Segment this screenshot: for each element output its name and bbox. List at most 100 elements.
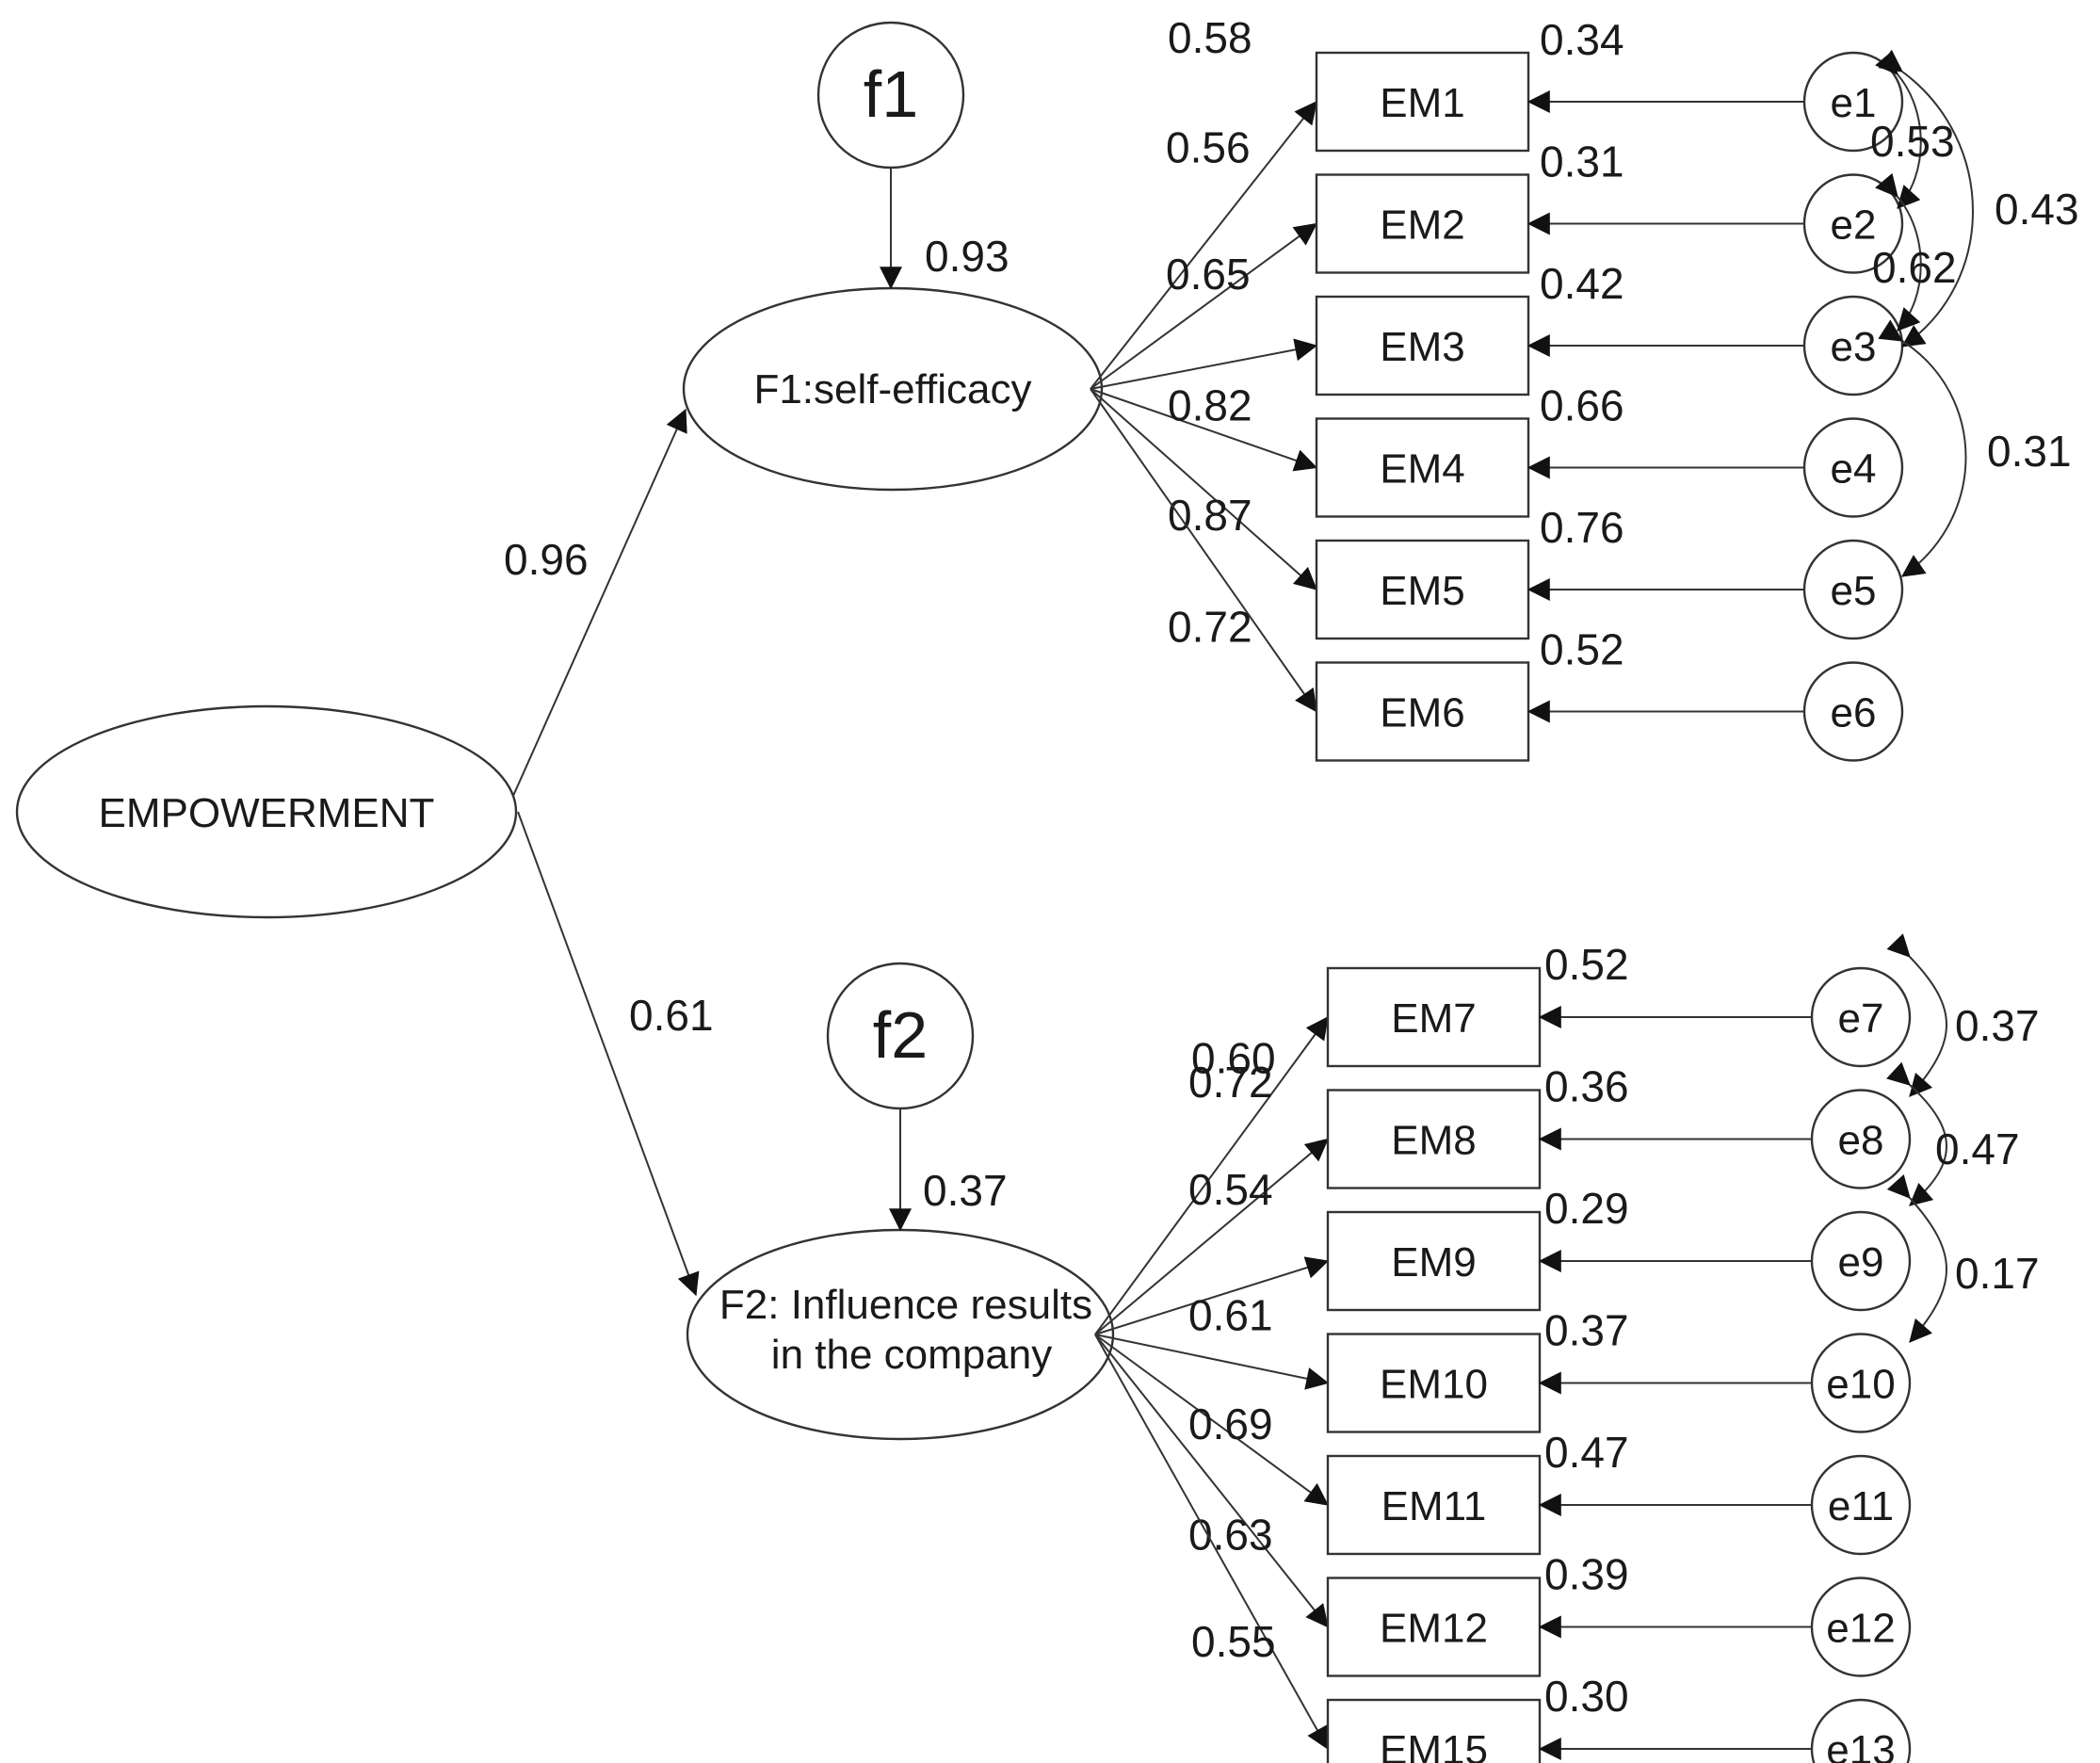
covariance-value-e9-e10: 0.17 xyxy=(1955,1249,2040,1298)
r-squared-em11: 0.47 xyxy=(1544,1428,1629,1477)
f1-factor-label: F1:self-efficacy xyxy=(753,366,1031,412)
f2-covariances: 0.37 0.47 0.17 xyxy=(1886,933,2040,1343)
covariance-value-e7-e8: 0.37 xyxy=(1955,1001,2040,1050)
error-label-e12: e12 xyxy=(1826,1606,1895,1652)
loading-path-em7 xyxy=(1094,1016,1329,1335)
f1-disturbance-coef: 0.93 xyxy=(925,232,1010,281)
indicator-label-em12: EM12 xyxy=(1380,1606,1488,1652)
indicator-label-em4: EM4 xyxy=(1380,446,1464,493)
indicator-box-em11 xyxy=(1326,1454,1542,1556)
loading-value-em2: 0.56 xyxy=(1166,123,1251,172)
covariance-e7-e8 xyxy=(1886,933,1947,1097)
loading-path-em10 xyxy=(1094,1334,1330,1390)
loading-path-em11 xyxy=(1094,1334,1329,1506)
path-empowerment-f1 xyxy=(512,408,687,797)
indicator-box-em5 xyxy=(1315,539,1530,640)
r-squared-em8: 0.36 xyxy=(1544,1062,1629,1111)
indicator-label-em10: EM10 xyxy=(1380,1362,1488,1408)
error-label-e13: e13 xyxy=(1826,1727,1895,1763)
f2-disturbance-coef: 0.37 xyxy=(923,1166,1008,1215)
r-squared-em6: 0.52 xyxy=(1540,625,1624,674)
indicator-label-em7: EM7 xyxy=(1391,995,1476,1042)
loading-value-em1: 0.58 xyxy=(1168,13,1252,62)
indicator-box-em4 xyxy=(1315,417,1530,518)
r-squared-em4: 0.66 xyxy=(1540,381,1624,430)
r-squared-em9: 0.29 xyxy=(1544,1184,1629,1233)
covariance-value-e3-e5: 0.31 xyxy=(1987,427,2072,476)
loading-path-em15 xyxy=(1094,1334,1329,1751)
loading-path-em4 xyxy=(1090,388,1318,472)
loading-value-em10: 0.61 xyxy=(1188,1291,1273,1340)
error-label-e8: e8 xyxy=(1838,1118,1884,1164)
r-squared-em5: 0.76 xyxy=(1540,503,1624,552)
covariance-e1-e3 xyxy=(1878,49,1974,348)
empowerment-ellipse xyxy=(15,704,518,919)
indicator-label-em6: EM6 xyxy=(1380,690,1464,736)
r-squared-em7: 0.52 xyxy=(1544,940,1629,989)
f2-factor-label-line1: F2: Influence results xyxy=(719,1282,1092,1328)
indicator-label-em8: EM8 xyxy=(1391,1118,1476,1164)
covariance-value-e1-e3: 0.43 xyxy=(1995,185,2079,234)
loading-value-em3: 0.65 xyxy=(1166,250,1251,299)
error-label-e4: e4 xyxy=(1831,446,1877,493)
indicator-label-em11: EM11 xyxy=(1381,1483,1487,1529)
loading-value-em8: 0.60 xyxy=(1191,1034,1276,1083)
r-squared-em3: 0.42 xyxy=(1540,259,1624,308)
indicator-label-em15: EM15 xyxy=(1380,1727,1488,1763)
empowerment-label: EMPOWERMENT xyxy=(99,790,435,836)
indicator-box-em9 xyxy=(1326,1210,1542,1312)
r-squared-em15: 0.30 xyxy=(1544,1672,1629,1721)
loading-value-em11: 0.69 xyxy=(1188,1399,1273,1448)
loading-path-em8 xyxy=(1094,1138,1329,1335)
error-label-e9: e9 xyxy=(1838,1239,1884,1286)
covariance-e9-e10 xyxy=(1886,1174,1947,1343)
error-label-e11: e11 xyxy=(1828,1483,1894,1529)
indicator-box-em6 xyxy=(1315,661,1530,762)
f2-disturbance-label: f2 xyxy=(873,998,928,1072)
loading-value-em12: 0.63 xyxy=(1188,1511,1273,1560)
indicator-label-em3: EM3 xyxy=(1380,324,1464,370)
loading-path-em12 xyxy=(1094,1334,1329,1628)
loading-path-em6 xyxy=(1090,388,1317,713)
loading-paths: 0.580.560.650.820.870.72 xyxy=(1090,13,1318,713)
loading-value-em7: 0.72 xyxy=(1188,1058,1273,1107)
loading-value-em6: 0.72 xyxy=(1168,603,1252,652)
loading-paths: 0.720.600.540.610.690.630.55 xyxy=(1094,1016,1330,1751)
indicator-label-em9: EM9 xyxy=(1391,1239,1476,1286)
r-squared-em10: 0.37 xyxy=(1544,1306,1629,1355)
error-label-e7: e7 xyxy=(1838,995,1884,1042)
path-coef-f2: 0.61 xyxy=(629,991,714,1040)
indicator-label-em2: EM2 xyxy=(1380,202,1464,249)
loading-path-em9 xyxy=(1094,1256,1330,1335)
covariance-e3-e5 xyxy=(1878,319,1967,577)
covariance-value-e8-e9: 0.47 xyxy=(1935,1124,2020,1173)
r-squared-em1: 0.34 xyxy=(1540,15,1624,64)
covariance-value-e1-e2: 0.53 xyxy=(1870,117,1955,166)
loading-value-em5: 0.87 xyxy=(1168,491,1252,540)
loading-value-em15: 0.55 xyxy=(1191,1617,1276,1666)
error-label-e6: e6 xyxy=(1831,690,1877,736)
covariance-value-e2-e3: 0.62 xyxy=(1872,243,1957,292)
r-squared-em12: 0.39 xyxy=(1544,1550,1629,1599)
r-squared-em2: 0.31 xyxy=(1540,137,1624,186)
indicator-box-em8 xyxy=(1326,1089,1542,1189)
f1-covariances: 0.53 0.43 0.62 0.31 xyxy=(1870,49,2079,577)
error-label-e2: e2 xyxy=(1831,202,1877,249)
error-label-e5: e5 xyxy=(1831,568,1877,614)
indicator-box-em3 xyxy=(1315,295,1530,396)
indicator-label-em5: EM5 xyxy=(1380,568,1464,614)
loading-path-em3 xyxy=(1090,338,1318,390)
indicator-box-em10 xyxy=(1326,1333,1542,1433)
f1-disturbance-label: f1 xyxy=(864,57,918,131)
indicator-label-em1: EM1 xyxy=(1380,80,1464,126)
loading-path-em5 xyxy=(1090,388,1317,590)
error-label-e1: e1 xyxy=(1831,80,1877,126)
path-empowerment-f2 xyxy=(517,811,700,1297)
error-label-e3: e3 xyxy=(1831,324,1877,370)
loading-path-em1 xyxy=(1090,101,1317,390)
